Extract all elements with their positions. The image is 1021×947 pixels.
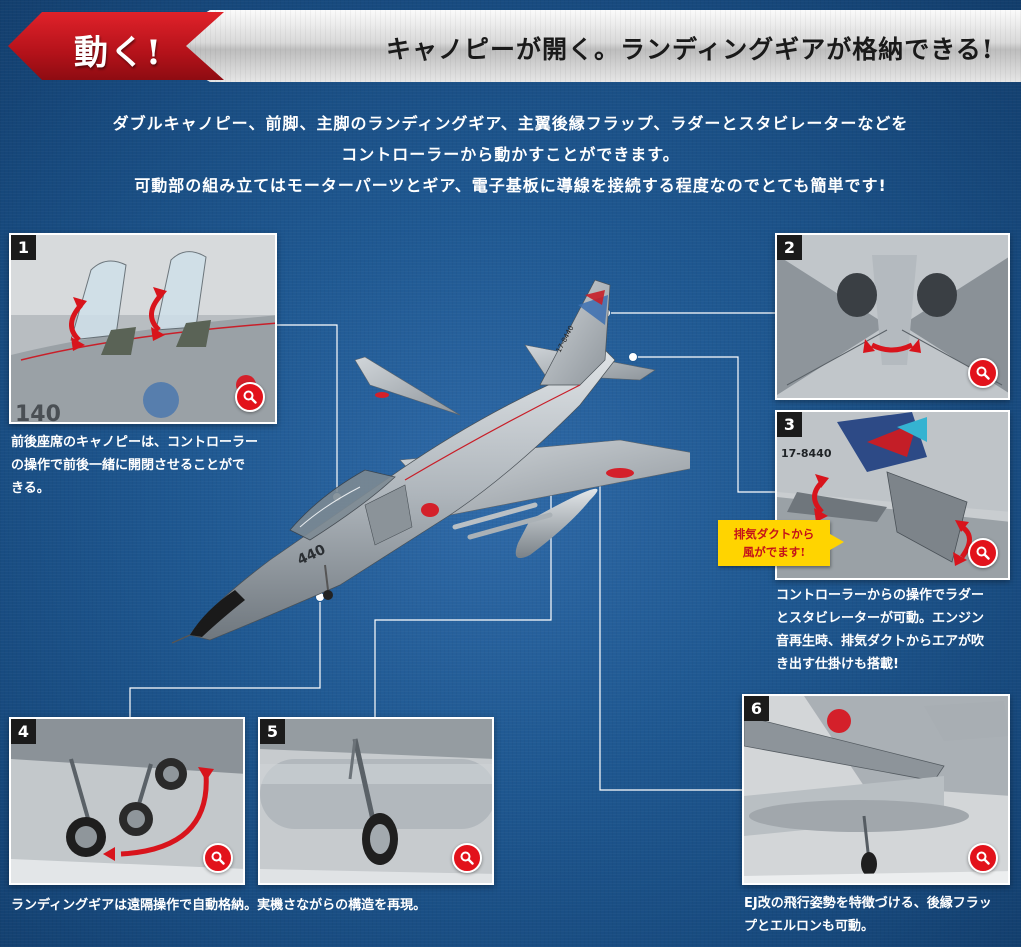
caption-line: プとエルロンも可動。 [744, 919, 875, 934]
magnifier-icon [976, 851, 990, 865]
zoom-button[interactable] [452, 843, 482, 873]
card-number-badge: 6 [744, 696, 769, 721]
nose-gear-photo [260, 719, 492, 883]
header-banner: キャノピーが開く。ランディングギアが格納できる! 動く! [0, 10, 1021, 82]
magnifier-icon [976, 546, 990, 560]
caption-line: 音再生時、排気ダクトからエアが吹 [776, 634, 985, 649]
photo-card-stabilator: 2 [775, 233, 1010, 400]
svg-text:140: 140 [15, 402, 61, 424]
canopy-photo: 140 [11, 235, 275, 424]
card-number-badge: 1 [11, 235, 36, 260]
banner-metal-plate: キャノピーが開く。ランディングギアが格納できる! [150, 10, 1021, 82]
f4-aircraft-illustration: 440 17-8440 [171, 279, 690, 644]
card-number-badge: 5 [260, 719, 285, 744]
magnifier-icon [211, 851, 225, 865]
rudder-tail-number: 17-8440 [781, 447, 832, 460]
photo-card-canopy: 140 1 [9, 233, 277, 424]
caption-canopy: 前後座席のキャノピーは、コントローラー の操作で前後一緒に開閉させることがで き… [11, 431, 281, 500]
caption-line: きる。 [11, 481, 50, 496]
magnifier-icon [460, 851, 474, 865]
photo-card-flaps: 6 [742, 694, 1010, 885]
callout-line: 風がでます! [742, 545, 806, 559]
callout-line: 排気ダクトから [733, 527, 815, 541]
zoom-button[interactable] [203, 843, 233, 873]
flaps-photo [744, 696, 1008, 883]
photo-card-nose-gear: 5 [258, 717, 494, 885]
caption-line: ランディングギアは遠隔操作で自動格納。実機さながらの構造を再現。 [11, 898, 427, 913]
intro-line: コントローラーから動かすことができます。 [341, 145, 680, 164]
intro-line: 可動部の組み立てはモーターパーツとギア、電子基板に導線を接続する程度なのでとても… [134, 176, 887, 195]
zoom-button[interactable] [968, 358, 998, 388]
caption-flaps: EJ改の飛行姿勢を特徴づける、後縁フラッ プとエルロンも可動。 [744, 892, 1021, 938]
card-number-badge: 3 [777, 412, 802, 437]
card-number-badge: 4 [11, 719, 36, 744]
banner-tag-text: 動く! [74, 33, 163, 73]
caption-line: EJ改の飛行姿勢を特徴づける、後縁フラッ [744, 896, 992, 911]
caption-rudder: コントローラーからの操作でラダー とスタビレーターが可動。エンジン 音再生時、排… [776, 584, 1021, 676]
intro-text: ダブルキャノピー、前脚、主脚のランディングギア、主翼後縁フラップ、ラダーとスタビ… [0, 108, 1021, 201]
caption-line: とスタビレーターが可動。エンジン [776, 611, 985, 626]
photo-card-main-gear: 4 [9, 717, 245, 885]
zoom-button[interactable] [968, 538, 998, 568]
banner-red-tag: 動く! [8, 12, 224, 80]
exhaust-callout: 排気ダクトから 風がでます! [718, 520, 844, 566]
caption-line: コントローラーからの操作でラダー [776, 588, 985, 603]
zoom-button[interactable] [235, 382, 265, 412]
magnifier-icon [976, 366, 990, 380]
caption-line: き出す仕掛けも搭載! [776, 657, 899, 672]
zoom-button[interactable] [968, 843, 998, 873]
card-number-badge: 2 [777, 235, 802, 260]
intro-line: ダブルキャノピー、前脚、主脚のランディングギア、主翼後縁フラップ、ラダーとスタビ… [112, 114, 909, 133]
caption-line: の操作で前後一緒に開閉させることがで [11, 458, 246, 473]
caption-landing-gear: ランディングギアは遠隔操作で自動格納。実機さながらの構造を再現。 [11, 894, 531, 917]
magnifier-icon [243, 390, 257, 404]
caption-line: 前後座席のキャノピーは、コントローラー [11, 435, 259, 450]
